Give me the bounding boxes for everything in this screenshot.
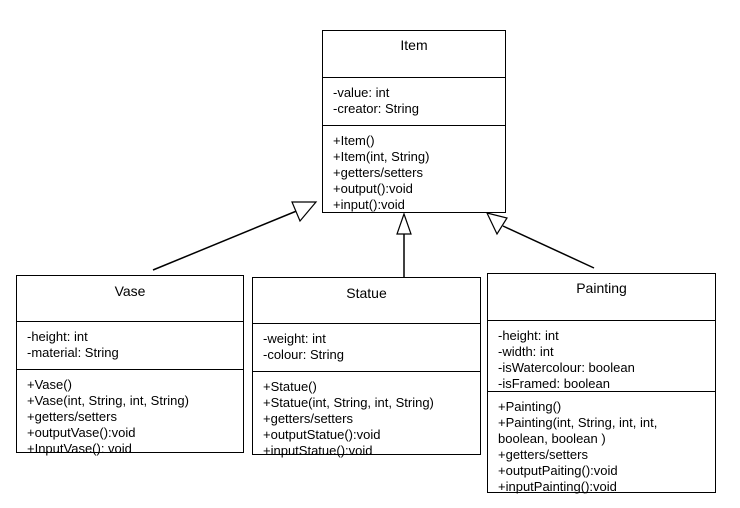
attribute: -weight: int <box>263 331 326 346</box>
painting-generalization <box>485 212 595 269</box>
class-painting-name: Painting <box>488 274 715 321</box>
attribute: -isWatercolour: boolean <box>498 360 635 375</box>
operation: +outputStatue():void <box>263 427 381 442</box>
attribute: -isFramed: boolean <box>498 376 610 391</box>
class-statue-name: Statue <box>253 278 480 324</box>
operation: +getters/setters <box>27 409 117 424</box>
class-item-attributes: -value: int -creator: String <box>323 78 505 126</box>
class-statue-operations: +Statue() +Statue(int, String, int, Stri… <box>253 372 480 459</box>
operation: +Item() <box>333 133 375 148</box>
attribute: -creator: String <box>333 101 419 116</box>
attribute: -height: int <box>498 328 559 343</box>
painting-arrowhead <box>485 212 508 236</box>
statue-generalization <box>396 212 412 277</box>
operation: +outputPaiting():void <box>498 463 618 478</box>
class-statue-attributes: -weight: int -colour: String <box>253 324 480 372</box>
attribute: -material: String <box>27 345 119 360</box>
operation: +output():void <box>333 181 413 196</box>
operation: boolean, boolean ) <box>498 431 606 446</box>
attribute: -height: int <box>27 329 88 344</box>
class-painting-attributes: -height: int -width: int -isWatercolour:… <box>488 321 715 392</box>
operation: +Painting(int, String, int, int, <box>498 415 658 430</box>
class-vase-attributes: -height: int -material: String <box>17 322 243 370</box>
vase-edge-line <box>152 209 300 271</box>
class-vase: Vase -height: int -material: String +Vas… <box>16 275 244 456</box>
class-painting: Painting -height: int -width: int -isWat… <box>487 273 716 495</box>
operation: +getters/setters <box>498 447 588 462</box>
operation: +Statue(int, String, int, String) <box>263 395 434 410</box>
operation: +Statue() <box>263 379 317 394</box>
operation: +Vase(int, String, int, String) <box>27 393 189 408</box>
vase-generalization <box>152 201 318 271</box>
operation: +Item(int, String) <box>333 149 430 164</box>
class-vase-operations: +Vase() +Vase(int, String, int, String) … <box>17 370 243 457</box>
operation: +inputStatue():void <box>263 443 373 458</box>
painting-edge-line <box>502 225 595 269</box>
attribute: -value: int <box>333 85 390 100</box>
class-statue: Statue -weight: int -colour: String +Sta… <box>252 277 481 458</box>
class-item-operations: +Item() +Item(int, String) +getters/sett… <box>323 126 505 213</box>
operation: +getters/setters <box>333 165 423 180</box>
operation: +outputVase():void <box>27 425 136 440</box>
class-item-name: Item <box>323 31 505 78</box>
class-vase-name: Vase <box>17 276 243 322</box>
class-painting-operations: +Painting() +Painting(int, String, int, … <box>488 392 715 495</box>
operation: +Painting() <box>498 399 562 414</box>
operation: +InputVase(): void <box>27 441 132 456</box>
attribute: -width: int <box>498 344 554 359</box>
operation: +inputPainting():void <box>498 479 617 494</box>
operation: +input():void <box>333 197 405 212</box>
attribute: -colour: String <box>263 347 344 362</box>
operation: +getters/setters <box>263 411 353 426</box>
operation: +Vase() <box>27 377 72 392</box>
statue-arrowhead <box>396 212 412 235</box>
class-item: Item -value: int -creator: String +Item(… <box>322 30 506 213</box>
vase-arrowhead <box>291 201 318 223</box>
